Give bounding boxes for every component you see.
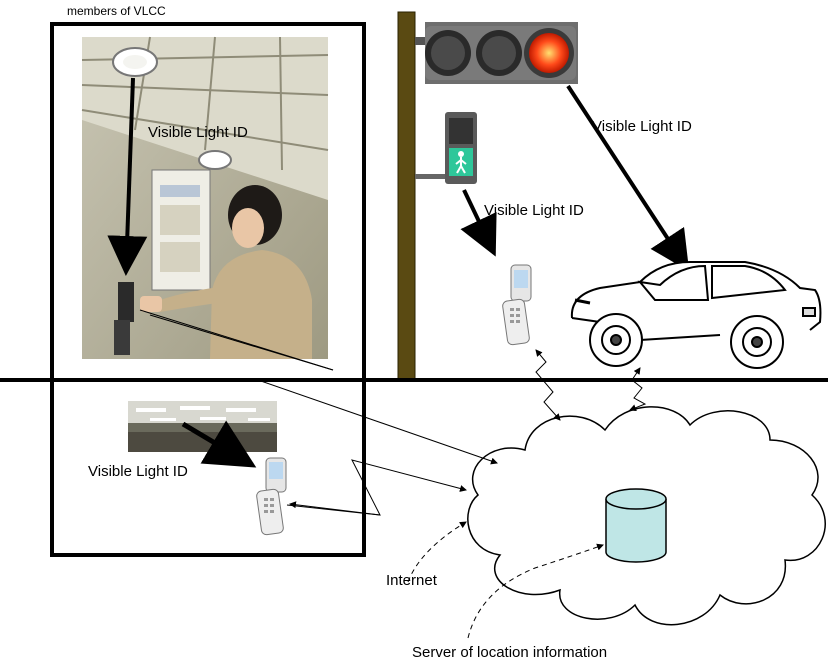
vlcc-frame [50, 22, 366, 557]
database-cylinder-icon [605, 488, 667, 563]
wireless-link-car [629, 367, 647, 412]
pedestrian-signal-icon [415, 112, 477, 184]
light-arrow-pedestrian [460, 189, 497, 257]
vlid-label-indoor: Visible Light ID [148, 124, 248, 141]
light-arrow-traffic [566, 84, 690, 272]
link-arrow-to-cloud-1 [257, 379, 498, 465]
header-label: members of VLCC [67, 4, 166, 18]
indoor-photo [81, 36, 329, 359]
wireless-link-road-phone [535, 349, 561, 421]
light-arrow-office [181, 420, 257, 468]
internet-label: Internet [386, 572, 438, 589]
link-zigzag-office [286, 459, 467, 516]
server-pointer [467, 543, 604, 639]
traffic-light-icon [415, 22, 578, 84]
signal-pole [397, 11, 416, 381]
flip-phone-icon-office [256, 457, 287, 536]
server-label: Server of location information [412, 644, 607, 660]
vlid-label-traffic: Visible Light ID [592, 118, 692, 135]
internet-pointer [407, 521, 467, 583]
office-photo [128, 401, 277, 452]
vlid-label-pedestrian: Visible Light ID [484, 202, 584, 219]
vlid-label-office: Visible Light ID [88, 463, 188, 480]
light-arrow-indoor [107, 77, 148, 276]
car-icon [570, 261, 822, 369]
flip-phone-icon-road [502, 264, 532, 346]
